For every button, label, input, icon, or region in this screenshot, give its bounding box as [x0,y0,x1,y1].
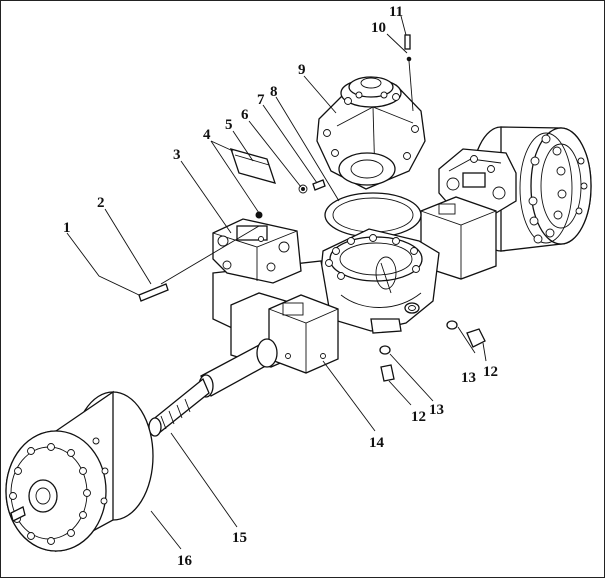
callouts: 1 2 3 4 5 6 7 8 9 10 11 12 13 12 13 14 1… [63,4,498,569]
callout-6: 6 [241,107,249,123]
callout-9: 9 [298,62,306,78]
differential-assembly [316,76,426,190]
pin [138,283,169,302]
callout-4: 4 [203,127,211,143]
callout-10: 10 [371,20,386,36]
callout-5: 5 [225,117,233,133]
callout-13-bottom: 13 [429,402,444,418]
left-spindle [148,338,278,437]
callout-13-right: 13 [461,370,476,386]
callout-16: 16 [177,553,193,569]
plug-right [446,320,486,348]
right-brake-caliper [438,148,517,214]
left-axle-arm [230,292,339,374]
callout-14: 14 [369,435,385,451]
callout-1: 1 [63,220,71,236]
left-wheel-hub [5,390,154,553]
callout-8: 8 [270,84,278,100]
brake-bracket [212,218,302,284]
callout-2: 2 [97,195,105,211]
callout-12-right: 12 [483,364,498,380]
plug-bottom [379,345,395,382]
callout-7: 7 [257,92,265,108]
callout-11: 11 [389,4,403,20]
bolt-11 [404,34,412,62]
callout-3: 3 [173,147,181,163]
brake-pad [229,148,277,184]
small-fasteners [255,179,326,219]
callout-12-bottom: 12 [411,409,426,425]
callout-15: 15 [232,530,247,546]
leader-lines [66,15,487,550]
